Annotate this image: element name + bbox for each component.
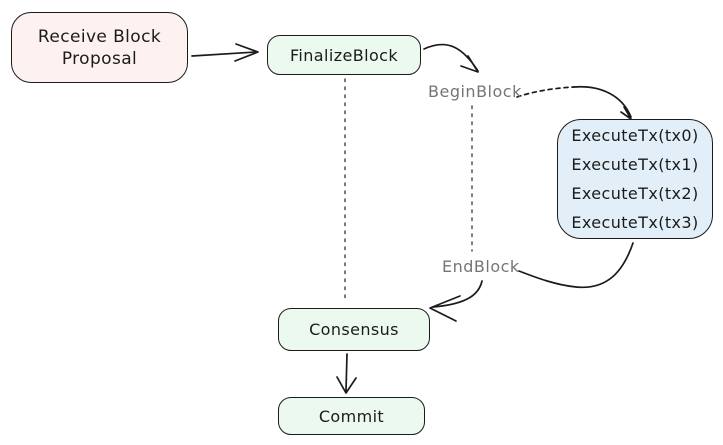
edge-execute-to-endblock: [518, 242, 634, 289]
edge-receive-to-finalize: [191, 43, 259, 62]
node-label: Proposal: [61, 48, 138, 69]
edge-endblock-to-consensus: [429, 280, 483, 322]
node-label: Commit: [318, 406, 385, 426]
node-label: FinalizeBlock: [289, 45, 399, 65]
execute-tx-line: ExecuteTx(tx3): [571, 213, 699, 232]
node-consensus: Consensus: [278, 308, 430, 351]
execute-tx-line: ExecuteTx(tx0): [571, 126, 699, 145]
node-finalize-block: FinalizeBlock: [267, 35, 421, 75]
edge-label-text: EndBlock: [442, 257, 520, 276]
edge-label-text: BeginBlock: [428, 82, 522, 101]
edge-label-end-block: EndBlock: [442, 257, 520, 276]
node-label: Receive Block: [37, 26, 162, 47]
execute-tx-line: ExecuteTx(tx2): [571, 184, 699, 203]
edge-consensus-to-commit: [336, 353, 357, 394]
node-commit: Commit: [278, 397, 425, 435]
edge-finalize-to-beginblock: [423, 43, 479, 73]
node-execute-tx: ExecuteTx(tx0) ExecuteTx(tx1) ExecuteTx(…: [557, 119, 713, 239]
edge-label-begin-block: BeginBlock: [428, 82, 522, 101]
edge-beginblock-to-execute: [573, 85, 632, 120]
execute-tx-line: ExecuteTx(tx1): [571, 155, 699, 174]
edge-beginblock-to-execute-dashed: [516, 86, 575, 98]
node-label: Consensus: [309, 320, 399, 339]
node-receive-block-proposal: Receive Block Proposal: [11, 12, 188, 83]
